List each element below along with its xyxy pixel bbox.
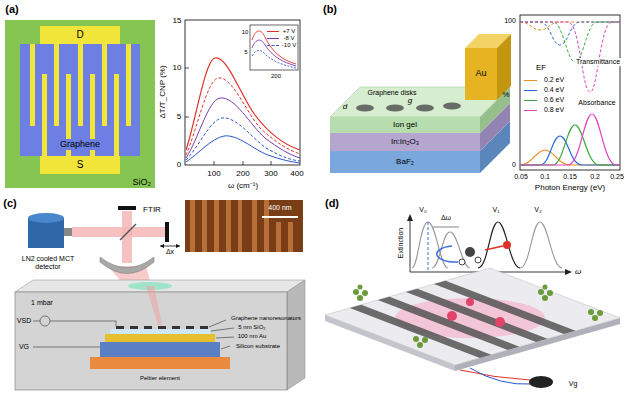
figure-label: LN2 cooled MCT detector [17, 255, 79, 270]
legend-text: -8 V [283, 35, 294, 42]
electrode-finger [78, 44, 83, 126]
legend-text: 0.4 eV [544, 86, 564, 94]
figure-label: Silicon substrate [236, 343, 280, 350]
figure-label: 0.25 [610, 173, 624, 181]
figure-label: VSD [17, 317, 31, 325]
figure-label: 100 [504, 17, 516, 25]
figure-label: 200 [236, 170, 249, 179]
electrode-finger [126, 44, 131, 126]
figure-label: 200 [271, 73, 281, 80]
figure-label: 400 [290, 170, 303, 179]
legend-line [524, 110, 537, 111]
figure-label: V₁ [492, 206, 499, 214]
figure-label: 100 [207, 170, 220, 179]
figure-label: ω (cm⁻¹) [228, 182, 258, 191]
graphene-channel: Graphene [20, 44, 140, 156]
node-label: Au [475, 69, 486, 78]
legend-line [524, 100, 537, 101]
figure-label: Vg [569, 380, 578, 388]
node-label: Ion gel [393, 121, 417, 129]
figure-label: 10 [242, 29, 249, 36]
figure-label: FTIR [143, 206, 161, 215]
figure-label: Absorbance [577, 99, 616, 107]
drain-pad: D [40, 26, 120, 44]
figure-label: V₀ [419, 206, 427, 214]
figure-label: 10 [173, 64, 182, 73]
figure-label: Transmittance [575, 58, 621, 66]
electrode-finger [54, 44, 59, 126]
legend-line [267, 38, 279, 39]
electrode-finger [102, 44, 107, 126]
electrode-finger [114, 74, 119, 156]
figure-label: g [408, 97, 412, 106]
node-label: S [77, 160, 84, 171]
figure-label: 5 [177, 113, 181, 122]
figure-label: 1 mbar [31, 299, 53, 307]
layer-stack-b [330, 34, 511, 173]
node-label: In:In₂O₃ [391, 138, 419, 146]
legend-text: 0.6 eV [544, 96, 564, 104]
figure-label: V₂ [534, 206, 541, 214]
legend-line [267, 31, 279, 32]
node-label: D [76, 30, 83, 41]
figure-label: Graphene nanoresonators [231, 315, 301, 322]
figure-label: (d) [325, 197, 339, 209]
figure-label: EF [536, 64, 546, 73]
figure-label: 0.05 [514, 173, 528, 181]
figure-label: 100 nm Au [238, 333, 267, 340]
figure-label: Δω [440, 214, 452, 222]
figure-label: Peltier element [140, 375, 180, 382]
figure-label: % [502, 91, 509, 100]
legend-text: +7 V [283, 28, 296, 35]
node-label: SiO₂ [133, 178, 152, 187]
figure-label: 5 nm SiO₂ [238, 324, 265, 331]
figure-label: 0 [512, 161, 516, 169]
node-label: Graphene [58, 139, 102, 150]
figure-label: 0 [177, 161, 181, 170]
source-pad: S [40, 156, 120, 174]
legend-text: 0.8 eV [544, 106, 564, 114]
figure-label: ΔT/T_CNP (%) [159, 65, 168, 118]
ion-gel-layer: Ion gel [330, 117, 480, 133]
figure-label: 0.2 [590, 173, 600, 181]
figure-label: (a) [5, 3, 18, 15]
figure-label: Extinction [397, 228, 405, 258]
spectrum-plot-a [185, 20, 300, 165]
figure-label: 5 [244, 49, 247, 56]
ftir-setup-c [15, 200, 305, 390]
figure-label: 300 [264, 170, 277, 179]
biosensor-d [325, 214, 620, 388]
node-label: BaF₂ [396, 158, 414, 166]
figure-label: ω [575, 268, 581, 277]
legend-text: 0.2 eV [544, 76, 564, 84]
substrate-region: SiO₂ D GrapheneS [5, 20, 155, 188]
figure-label: Δx [166, 248, 174, 256]
figure-label: VG [19, 343, 29, 351]
legend-line [524, 80, 537, 81]
figure-label: 400 nm [268, 204, 291, 212]
gold-electrode: Au [465, 48, 497, 100]
spectrum-plot-b [520, 15, 620, 170]
electrode-finger [30, 44, 35, 126]
figure-label: Photon Energy (eV) [535, 184, 605, 193]
figure-label: (c) [3, 197, 16, 209]
legend-line [524, 90, 537, 91]
figure-label: 0.15 [563, 173, 577, 181]
figure-label: 0.1 [540, 173, 550, 181]
legend-text: -10 V [282, 42, 296, 49]
figure-label: 15 [173, 17, 182, 26]
ito-layer: In:In₂O₃ [330, 133, 480, 151]
figure-label: (b) [323, 3, 337, 15]
electrode-finger [42, 74, 47, 156]
figure-label: d [343, 103, 347, 112]
legend-line [267, 45, 279, 46]
substrate-layer: BaF₂ [330, 151, 480, 173]
